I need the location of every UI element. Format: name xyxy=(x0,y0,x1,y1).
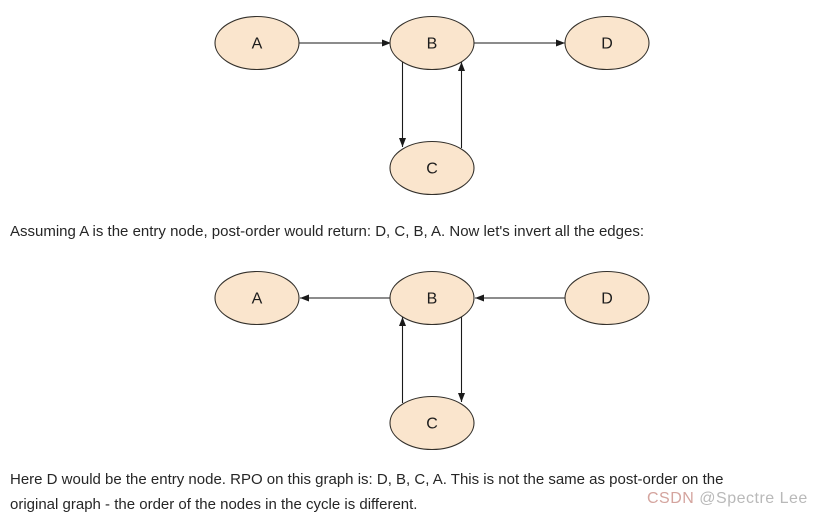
node-d-label: D xyxy=(601,36,613,53)
node-b: B xyxy=(389,270,475,326)
rpo-paragraph-line1: Here D would be the entry node. RPO on t… xyxy=(10,471,724,488)
node-a-label: A xyxy=(252,36,263,53)
node-b: B xyxy=(389,15,475,71)
inverted-graph-diagram: A B D C xyxy=(214,270,650,451)
node-b-label: B xyxy=(427,36,438,53)
node-d-label: D xyxy=(601,291,613,308)
node-a-label: A xyxy=(252,291,263,308)
node-b-label: B xyxy=(427,291,438,308)
watermark-brand: CSDN xyxy=(647,490,700,507)
watermark-user: @Spectre Lee xyxy=(699,490,808,507)
node-c-label: C xyxy=(426,161,438,178)
watermark: CSDN @Spectre Lee xyxy=(647,490,808,508)
node-c: C xyxy=(389,395,475,451)
node-a: A xyxy=(214,270,300,326)
post-order-paragraph: Assuming A is the entry node, post-order… xyxy=(10,223,645,240)
node-d: D xyxy=(564,15,650,71)
rpo-paragraph-line2: original graph - the order of the nodes … xyxy=(10,496,418,513)
node-a: A xyxy=(214,15,300,71)
node-d: D xyxy=(564,270,650,326)
rpo-paragraph: Here D would be the entry node. RPO on t… xyxy=(10,467,723,517)
original-graph-diagram: A B D C xyxy=(214,15,650,196)
node-c-label: C xyxy=(426,416,438,433)
node-c: C xyxy=(389,140,475,196)
